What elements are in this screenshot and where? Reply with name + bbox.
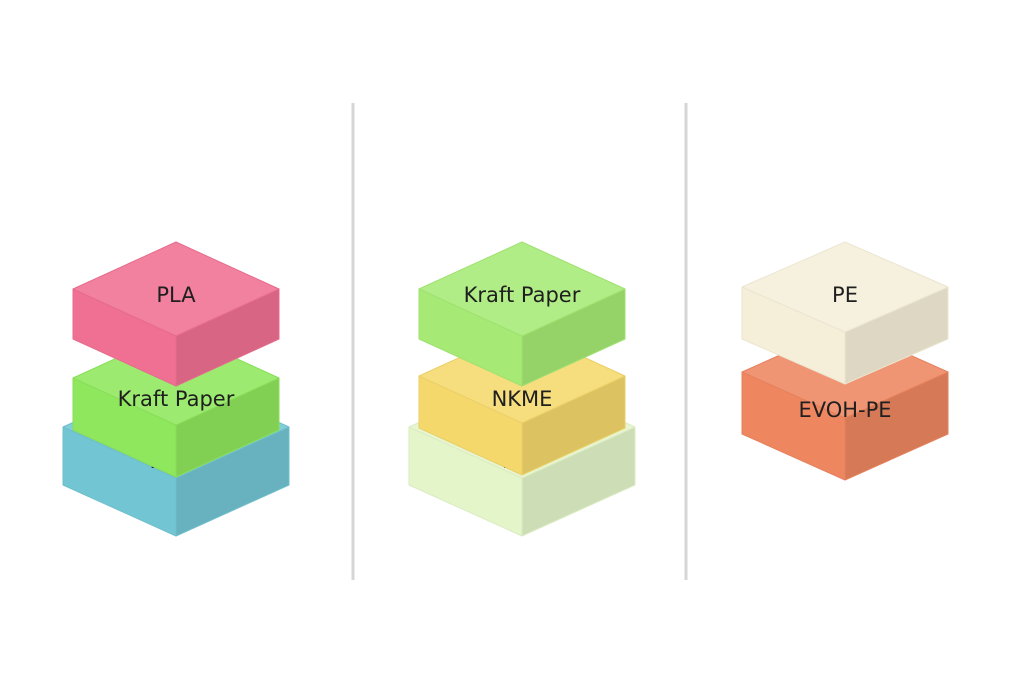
stack-2-layer-2-label: NKME <box>492 387 553 411</box>
stack-2-layer-3: Kraft Paper <box>418 241 626 387</box>
stack-2-layer-3-label: Kraft Paper <box>464 283 581 307</box>
stack-3-layer-2-label: PE <box>832 283 858 307</box>
stack-1-layer-2-label: Kraft Paper <box>118 387 235 411</box>
stack-1: PBAT Kraft Paper PLA <box>62 241 290 537</box>
stack-3-layer-2: PE <box>741 241 949 385</box>
stack-3: EVOH-PE PE <box>741 241 949 481</box>
stack-3-layer-1-label: EVOH-PE <box>798 398 891 422</box>
stack-1-layer-3: PLA <box>72 241 280 387</box>
stack-2: PBS NKME Kraft Paper <box>408 241 636 537</box>
stack-1-layer-3-label: PLA <box>156 283 196 307</box>
